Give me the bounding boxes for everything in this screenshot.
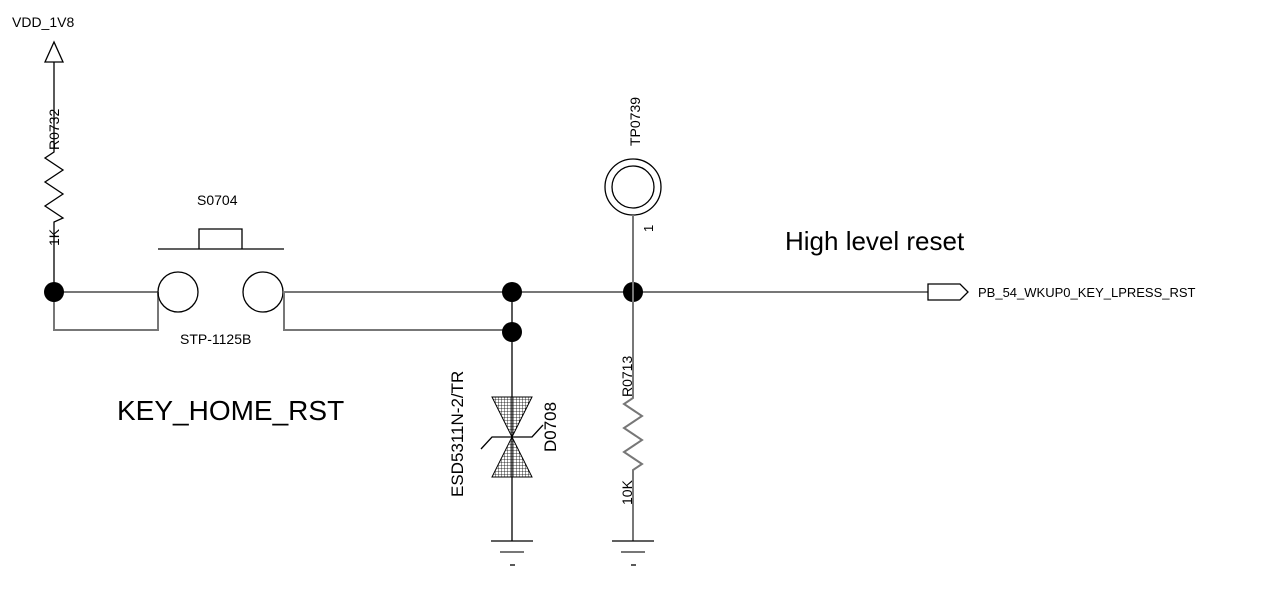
r0713-ref: R0713 <box>619 356 635 397</box>
diode-ref: D0708 <box>541 402 560 452</box>
r0713-value: 10K <box>619 479 635 505</box>
switch-s0704: S0704 STP-1125B <box>53 192 512 347</box>
resistor-r0732: R0732 1K <box>43 62 65 292</box>
switch-part: STP-1125B <box>180 331 251 347</box>
tvs-diode-d0708: ESD5311N-2/TR D0708 <box>448 292 560 541</box>
diode-part: ESD5311N-2/TR <box>448 371 467 497</box>
port-arrow-icon <box>927 283 969 301</box>
port-net-label: PB_54_WKUP0_KEY_LPRESS_RST <box>978 285 1196 300</box>
junction-dot <box>44 282 64 302</box>
power-arrow-icon <box>43 40 65 63</box>
tp-pin: 1 <box>641 225 656 232</box>
switch-ref: S0704 <box>197 192 238 208</box>
test-point-tp0739: TP0739 1 <box>604 97 662 292</box>
power-net-label: VDD_1V8 <box>12 14 74 30</box>
key-label: KEY_HOME_RST <box>117 395 344 426</box>
ground-icon <box>491 540 533 566</box>
r0732-value: 1K <box>46 228 62 246</box>
ground-icon <box>612 540 654 566</box>
reset-note: High level reset <box>785 226 965 256</box>
tp-ref: TP0739 <box>627 97 643 146</box>
r0732-ref: R0732 <box>46 109 62 150</box>
resistor-r0713: R0713 10K <box>619 292 644 541</box>
